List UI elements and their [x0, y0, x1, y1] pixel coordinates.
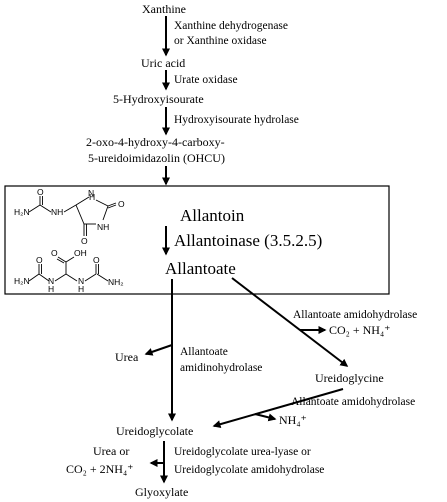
label-ohcu-line-2: 5-ureidoimidazolin (OHCU): [88, 151, 225, 165]
svg-text:O: O: [81, 236, 88, 246]
svg-text:O: O: [93, 255, 100, 265]
label-urea-or: Urea or: [93, 444, 129, 458]
label-enzyme-allantoate-amidohydrolase-1: Allantoate amidohydrolase: [293, 309, 417, 321]
label-ohcu-line-1: 2-oxo-4-hydroxy-4-carboxy-: [86, 135, 225, 149]
label-enzyme-ureidoglycolate-amidohydrolase: Ureidoglycolate amidohydrolase: [174, 464, 324, 476]
allantoate-structure: H₂N O H N O OH H N O NH₂: [14, 248, 124, 294]
allantoin-structure: H₂N O NH H N O NH O: [14, 187, 125, 246]
label-allantoate: Allantoate: [165, 259, 236, 278]
svg-text:NH₂: NH₂: [108, 277, 124, 287]
label-enzyme-amidinohydrolase-1: Allantoate: [180, 346, 228, 358]
label-enzyme-amidinohydrolase-2: amidinohydrolase: [180, 362, 262, 374]
allantoin-box: [4, 185, 390, 295]
label-ureidoglycolate: Ureidoglycolate: [116, 424, 193, 438]
label-enzyme-allantoinase: Allantoinase (3.5.2.5): [174, 231, 322, 250]
svg-text:O: O: [37, 187, 44, 197]
svg-text:O: O: [36, 255, 43, 265]
label-xanthine: Xanthine: [142, 2, 186, 16]
svg-text:H₂N: H₂N: [14, 276, 30, 286]
arrow-ureidoglycine-to-ureidoglycolate: [212, 388, 344, 429]
svg-text:H₂N: H₂N: [14, 207, 30, 217]
label-enzyme-xanthine-oxidase: or Xanthine oxidase: [174, 35, 267, 47]
label-urea: Urea: [115, 350, 139, 364]
svg-text:N: N: [88, 188, 94, 198]
svg-text:NH: NH: [97, 222, 109, 232]
svg-text:O: O: [118, 199, 125, 209]
label-enzyme-xanthine-dehydrogenase: Xanthine dehydrogenase: [174, 20, 288, 32]
label-glyoxylate: Glyoxylate: [135, 485, 188, 499]
label-enzyme-allantoate-amidohydrolase-2: Allantoate amidohydrolase: [291, 396, 415, 408]
label-enzyme-hydroxyisourate-hydrolase: Hydroxyisourate hydrolase: [174, 114, 299, 126]
svg-text:NH: NH: [51, 207, 63, 217]
label-allantoin: Allantoin: [180, 206, 245, 225]
svg-text:O: O: [51, 248, 58, 258]
svg-text:H: H: [89, 192, 95, 202]
label-enzyme-urea-lyase: Ureidoglycolate urea-lyase or: [174, 446, 311, 458]
arrow-allantoate-to-ureidoglycine: [231, 277, 349, 367]
svg-text:N: N: [78, 276, 84, 286]
svg-text:H: H: [78, 284, 84, 294]
label-co2-nh4: CO₂ + NH₄⁺: [329, 323, 390, 337]
label-enzyme-urate-oxidase: Urate oxidase: [174, 74, 238, 86]
arrow-to-urea: [144, 344, 173, 356]
label-co2-2nh4: CO₂ + 2NH₄⁺: [66, 462, 133, 476]
label-5-hydroxyisourate: 5-Hydroxyisourate: [113, 92, 204, 106]
label-ureidoglycine: Ureidoglycine: [315, 371, 384, 385]
arrow-to-nh4: [254, 413, 277, 422]
label-uric-acid: Uric acid: [141, 56, 185, 70]
svg-text:OH: OH: [74, 248, 87, 258]
svg-text:N: N: [48, 276, 54, 286]
label-nh4: NH₄⁺: [279, 413, 307, 427]
svg-text:H: H: [48, 284, 54, 294]
